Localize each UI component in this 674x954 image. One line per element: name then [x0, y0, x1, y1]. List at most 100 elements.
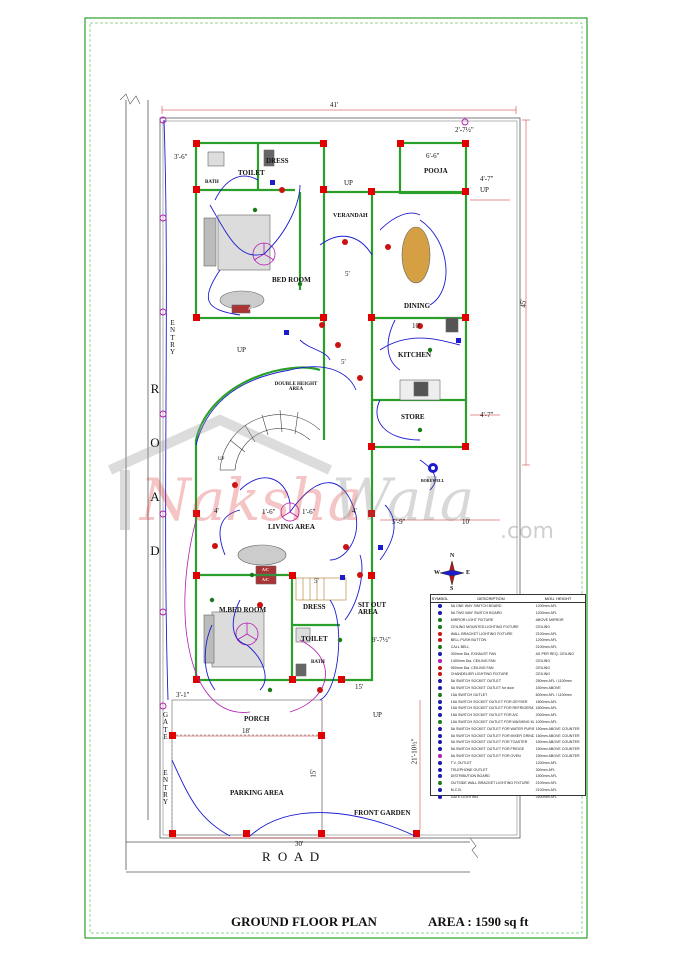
legend-symbol-icon — [431, 753, 449, 758]
wiring — [163, 119, 461, 837]
legend-description: CALL BELL — [450, 645, 470, 650]
dim-bottom-width: 30' — [295, 840, 304, 848]
legend-symbol-icon — [431, 658, 449, 663]
legend-description: 15A SWITCH SOCKET OUTLET FOR WASHING MAC… — [450, 719, 534, 724]
legend-row: WALL BRACKET LIGHTING FIXTURE 2100mm AFL — [431, 630, 585, 637]
legend-height: 1200mm AFL — [535, 760, 558, 765]
dim-2-7-5: 2'-7½" — [455, 126, 474, 134]
legend-description: M.C.B. — [450, 787, 462, 792]
bottom-road — [126, 837, 479, 873]
dim-5-a: 5' — [345, 270, 350, 278]
legend-row: M.C.B.2100mm AFL — [431, 787, 585, 794]
legend-row: 1400mm Dia. CEILING FAN CEILING — [431, 657, 585, 664]
legend-header-symbol: SYMBOL — [431, 596, 449, 601]
legend-height: AS PER REQ. CEILING — [535, 651, 574, 656]
legend-height: 1500mm AFL — [535, 774, 558, 779]
legend-height: 600mm AFL / 1100mm — [535, 692, 572, 697]
legend-height: 150mm ABOVE COUNTER — [535, 726, 580, 731]
dim-1-6-b: 1'-6" — [302, 508, 316, 516]
legend-row: 5A SWITCH SOCKET OUTLET FOR MIXER GRINDE… — [431, 732, 585, 739]
dining-label: DINING — [404, 302, 431, 310]
legend-description: 15A SWITCH SOCKET OUTLET FOR A/C — [450, 713, 519, 718]
staircase — [219, 409, 347, 601]
left-road — [119, 93, 149, 870]
electrical-legend: SYMBOL DESCRIPTION MOU. HEIGHT 5A ONE WA… — [430, 594, 586, 799]
legend-symbol-icon — [431, 781, 449, 786]
legend-height: 1800mm AFL — [535, 699, 558, 704]
up-label-3: UP — [237, 346, 246, 354]
borewell-label: BOREWELL — [421, 478, 445, 483]
legend-symbol-icon — [431, 719, 449, 724]
legend-symbol-icon — [431, 651, 449, 656]
legend-height: 150mm ABOVE COUNTER — [535, 733, 580, 738]
legend-height: 250mm AFL / 1100mm — [535, 679, 572, 684]
legend-height: 2000mm AFL — [535, 713, 558, 718]
legend-description: T.V. OUTLET — [450, 760, 472, 765]
legend-row: T.V. OUTLET 1200mm AFL — [431, 759, 585, 766]
up-label-1: UP — [344, 179, 353, 187]
legend-description: OUTSIDE WALL BRACKET LIGHTING FIXTURE — [450, 781, 530, 786]
legend-row: 15A SWITCH SOCKET OUTLET FOR REFRIGERATO… — [431, 705, 585, 712]
legend-height: 1000mm AFL — [535, 719, 558, 724]
legend-header-description: DESCRIPTION — [477, 596, 505, 601]
dim-4-b: 4' — [352, 507, 357, 515]
legend-symbol-icon — [431, 672, 449, 677]
dim-15-a: 15' — [355, 683, 364, 691]
sheet-inner-frame — [89, 22, 583, 934]
dim-5-c: 5' — [314, 577, 319, 585]
legend-description: 1400mm Dia. CEILING FAN — [450, 658, 496, 663]
toilet-top-label: TOILET — [238, 169, 265, 177]
compass-n: N — [450, 553, 455, 559]
sheet-frame — [84, 17, 588, 939]
legend-height: 150mm ABOVE COUNTER — [535, 753, 580, 758]
entry-top-label: ENTRY — [169, 319, 176, 357]
legend-row: OUTSIDE WALL BRACKET LIGHTING FIXTURE 210… — [431, 780, 585, 787]
legend-height: 1200mm AFL — [535, 638, 558, 643]
sit-out-label: SIT OUT AREA — [358, 601, 386, 616]
verandah-label: VERANDAH — [333, 213, 368, 219]
legend-row: 5A SWITCH SOCKET OUTLET FOR WATER PURIFI… — [431, 725, 585, 732]
legend-height: 150mm ABOVE — [535, 685, 561, 690]
legend-description: 5A SWITCH SOCKET OUTLET — [450, 679, 502, 684]
legend-height: 300mm AFL — [535, 767, 556, 772]
dim-right-depth: 45' — [519, 299, 528, 308]
legend-height: CEILING — [535, 658, 551, 663]
legend-height: 2100mm AFL — [535, 631, 558, 636]
dim-5-b: 5' — [341, 358, 346, 366]
dim-4-a: 4' — [214, 507, 219, 515]
double-height-label: DOUBLE HEIGHT AREA — [274, 382, 318, 392]
legend-description: 5A SWITCH SOCKET OUTLET FOR WATER PURIFI… — [450, 726, 534, 731]
plan-area: AREA : 1590 sq ft — [428, 914, 529, 929]
furniture — [203, 149, 459, 677]
legend-row: 15A SWITCH SOCKET OUTLET FOR A/C 2000mm A… — [431, 712, 585, 719]
road-bottom-label: R O A D — [262, 849, 322, 864]
up-label-2: UP — [480, 186, 489, 194]
bath-bottom-label: BATH — [311, 660, 325, 665]
kitchen-label: KITCHEN — [398, 351, 432, 359]
legend-symbol-icon — [431, 726, 449, 731]
legend-row: 15A SWITCH SOCKET OUTLET FOR GEYSER 1800m… — [431, 698, 585, 705]
legend-symbol-icon — [431, 604, 449, 609]
legend-description: 15A SWITCH SOCKET OUTLET FOR GEYSER — [450, 699, 528, 704]
ac-label-3: A/C — [262, 577, 269, 582]
store-label: STORE — [401, 413, 425, 421]
legend-description: 5A SWITCH SOCKET OUTLET FOR FRIDGE — [450, 747, 525, 752]
dim-4-7-b: 4'-7" — [480, 411, 494, 419]
legend-description: WALL BRACKET LIGHTING FIXTURE — [450, 631, 513, 636]
legend-height: 2100mm AFL — [535, 781, 558, 786]
legend-symbol-icon — [431, 733, 449, 738]
dress-bottom-label: DRESS — [303, 603, 326, 611]
legend-symbol-icon — [431, 679, 449, 684]
legend-height: CEILING — [535, 624, 551, 629]
legend-description: 5A SWITCH SOCKET OUTLET for door — [450, 685, 515, 690]
